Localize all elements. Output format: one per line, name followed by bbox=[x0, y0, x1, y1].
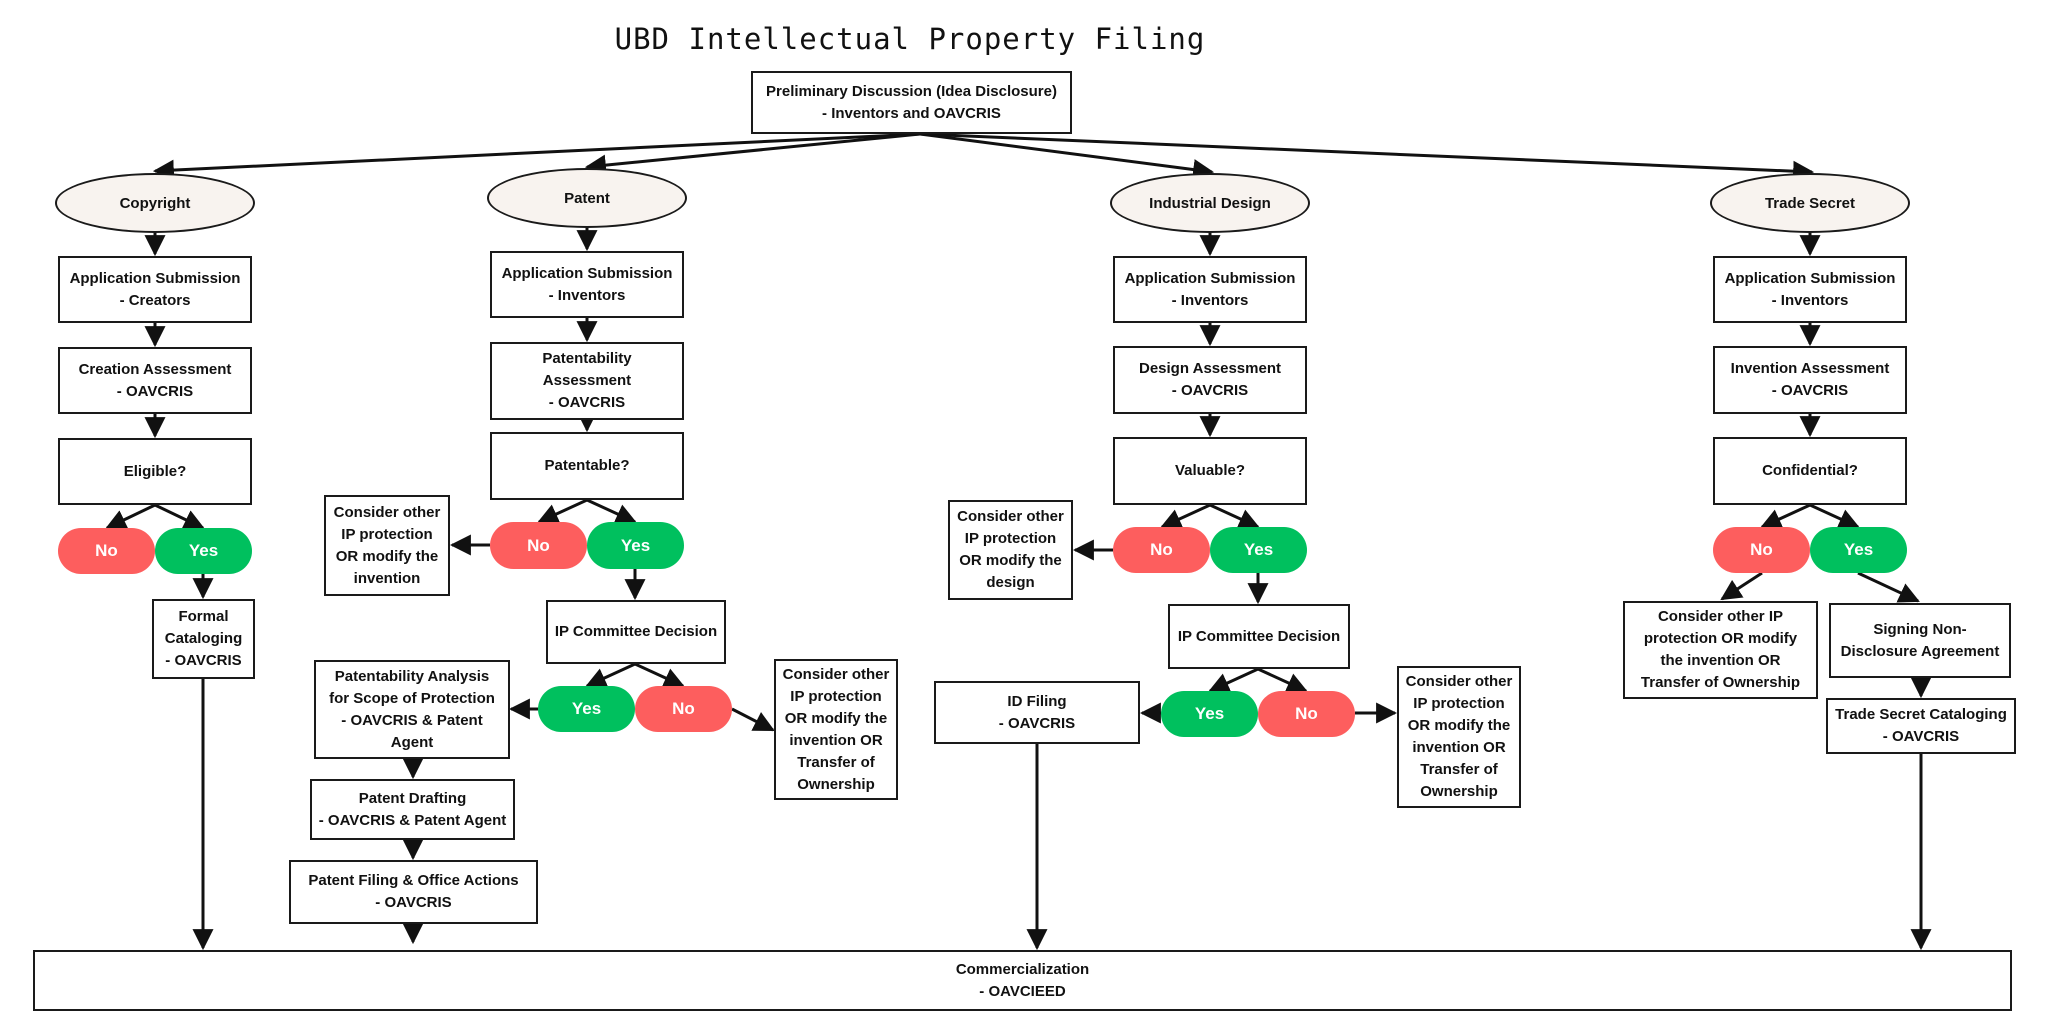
arrow-id-yes2 bbox=[1208, 667, 1259, 693]
industrial-design-no2: No bbox=[1258, 691, 1355, 737]
industrial-design-yes2: Yes bbox=[1161, 691, 1258, 737]
copyright-cataloging: Formal Cataloging - OAVCRIS bbox=[152, 599, 255, 679]
trade-secret-no: No bbox=[1713, 527, 1810, 573]
industrial-design-submission: Application Submission - Inventors bbox=[1113, 256, 1307, 323]
root-node: Preliminary Discussion (Idea Disclosure)… bbox=[751, 71, 1072, 134]
patent-yes: Yes bbox=[587, 522, 684, 569]
patent-question: Patentable? bbox=[490, 432, 684, 500]
arrow-root-copyright bbox=[152, 132, 921, 181]
copyright-submission: Application Submission - Creators bbox=[58, 256, 252, 323]
arrow-patent-other2 bbox=[731, 707, 775, 732]
trade-secret-assessment: Invention Assessment - OAVCRIS bbox=[1713, 346, 1907, 414]
patent-analysis: Patentability Analysis for Scope of Prot… bbox=[314, 660, 510, 759]
arrow-ts-no bbox=[1760, 503, 1811, 529]
arrow-ts-other bbox=[1720, 571, 1763, 601]
industrial-design-filing: ID Filing - OAVCRIS bbox=[934, 681, 1140, 744]
industrial-design-node: Industrial Design bbox=[1110, 173, 1310, 233]
arrow-root-trade-secret bbox=[919, 132, 1815, 182]
arrow-patent-yes2 bbox=[585, 662, 636, 688]
arrow-copyright-yes bbox=[154, 503, 205, 530]
industrial-design-question: Valuable? bbox=[1113, 437, 1307, 505]
trade-secret-nda: Signing Non- Disclosure Agreement bbox=[1829, 603, 2011, 678]
copyright-assessment: Creation Assessment - OAVCRIS bbox=[58, 347, 252, 414]
industrial-design-no: No bbox=[1113, 527, 1210, 573]
trade-secret-submission: Application Submission - Inventors bbox=[1713, 256, 1907, 323]
patent-filing: Patent Filing & Office Actions - OAVCRIS bbox=[289, 860, 538, 924]
arrow-id-yes bbox=[1209, 503, 1260, 529]
arrow-id-no bbox=[1160, 503, 1211, 529]
arrow-root-industrial-design bbox=[919, 132, 1215, 180]
trade-secret-cataloging: Trade Secret Cataloging - OAVCRIS bbox=[1826, 698, 2016, 754]
arrow-root-patent bbox=[584, 132, 921, 176]
industrial-design-yes: Yes bbox=[1210, 527, 1307, 573]
trade-secret-question: Confidential? bbox=[1713, 437, 1907, 505]
arrow-copyright-no bbox=[105, 503, 156, 530]
arrow-patent-no2 bbox=[634, 662, 685, 688]
industrial-design-assessment: Design Assessment - OAVCRIS bbox=[1113, 346, 1307, 414]
patent-other-protection: Consider other IP protection OR modify t… bbox=[324, 495, 450, 596]
industrial-design-committee: IP Committee Decision bbox=[1168, 604, 1350, 669]
arrow-patent-no bbox=[537, 498, 588, 524]
patent-no2: No bbox=[635, 686, 732, 732]
patent-other-protection-2: Consider other IP protection OR modify t… bbox=[774, 659, 898, 800]
arrow-ts-nda bbox=[1857, 571, 1920, 603]
diagram-title: UBD Intellectual Property Filing bbox=[614, 22, 1206, 56]
industrial-design-other-protection-2: Consider other IP protection OR modify t… bbox=[1397, 666, 1521, 808]
copyright-node: Copyright bbox=[55, 173, 255, 233]
copyright-no: No bbox=[58, 528, 155, 574]
arrow-ts-yes bbox=[1809, 503, 1860, 529]
commercialization-node: Commercialization - OAVCIEED bbox=[33, 950, 2012, 1011]
patent-assessment: Patentability Assessment - OAVCRIS bbox=[490, 342, 684, 420]
patent-node: Patent bbox=[487, 168, 687, 228]
patent-submission: Application Submission - Inventors bbox=[490, 251, 684, 318]
patent-drafting: Patent Drafting - OAVCRIS & Patent Agent bbox=[310, 779, 515, 840]
industrial-design-other-protection: Consider other IP protection OR modify t… bbox=[948, 500, 1073, 600]
patent-yes2: Yes bbox=[538, 686, 635, 732]
trade-secret-other-protection: Consider other IP protection OR modify t… bbox=[1623, 601, 1818, 699]
copyright-question: Eligible? bbox=[58, 438, 252, 505]
copyright-yes: Yes bbox=[155, 528, 252, 574]
arrow-id-no2 bbox=[1257, 667, 1308, 693]
arrow-patent-yes bbox=[586, 498, 637, 524]
patent-no: No bbox=[490, 522, 587, 569]
trade-secret-node: Trade Secret bbox=[1710, 173, 1910, 233]
patent-committee: IP Committee Decision bbox=[546, 600, 726, 664]
trade-secret-yes: Yes bbox=[1810, 527, 1907, 573]
